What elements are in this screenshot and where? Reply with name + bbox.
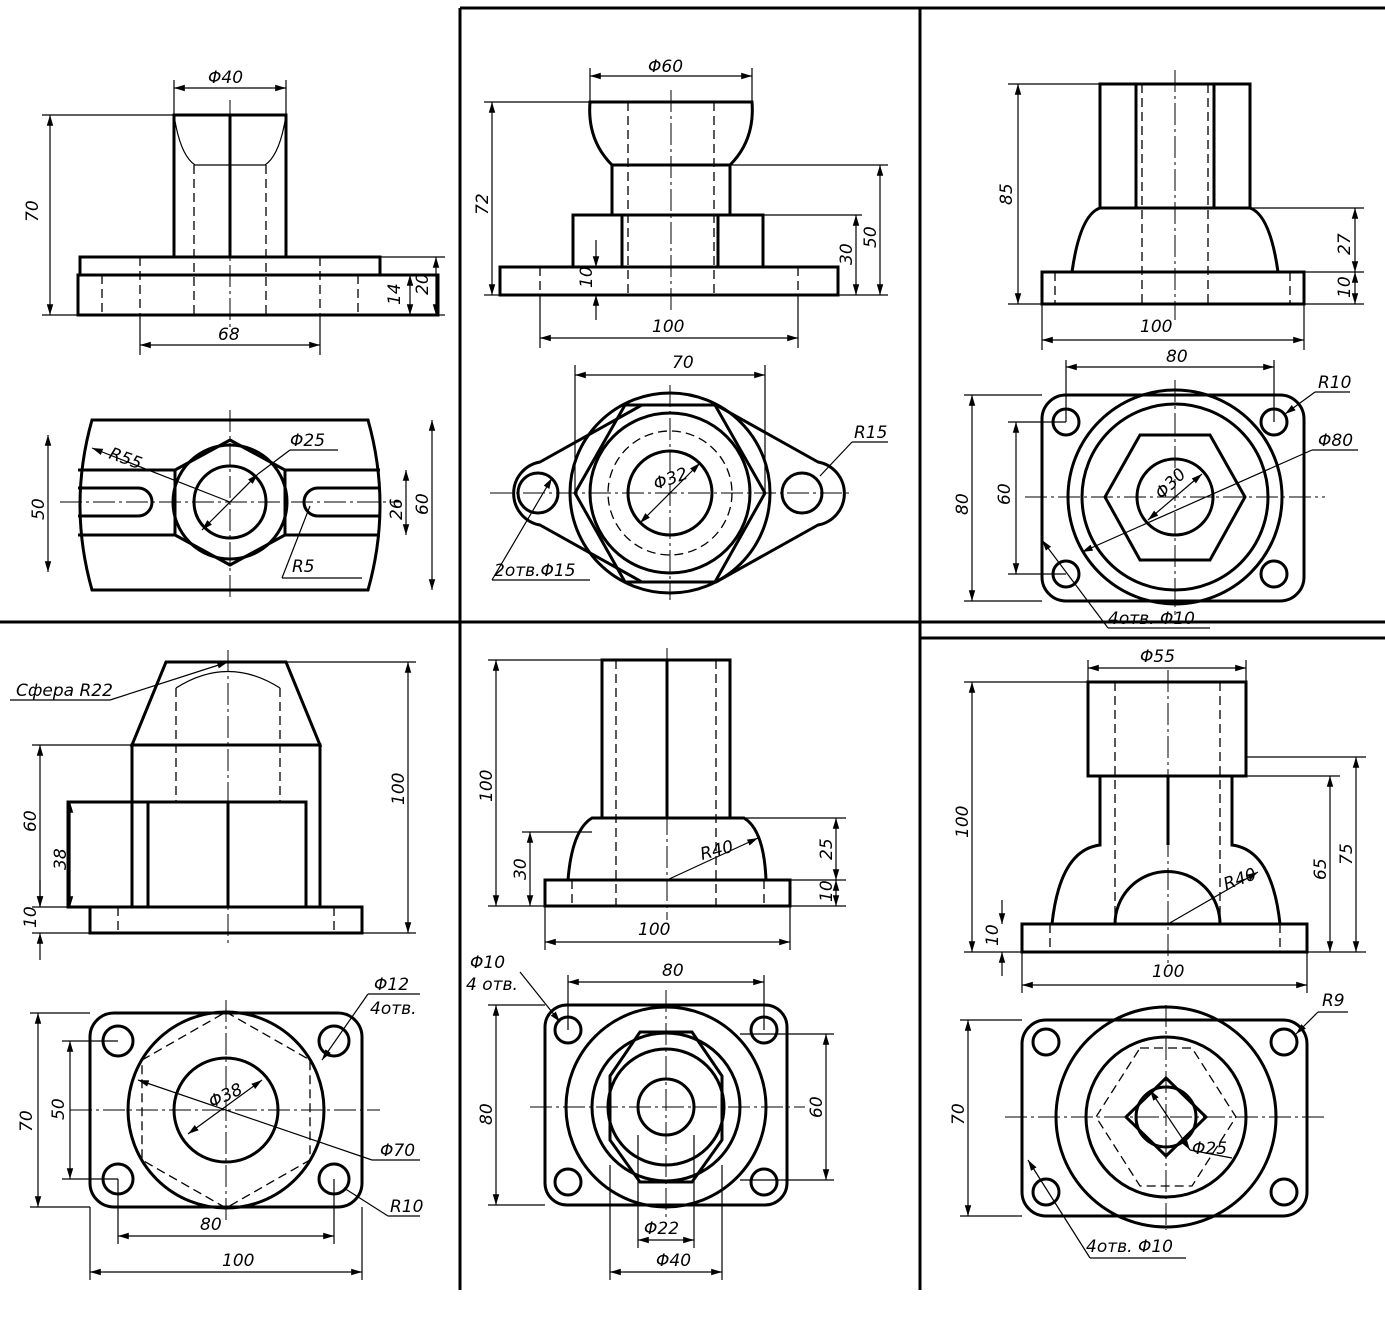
dim-label: Φ22 [644, 1219, 679, 1239]
dim-label: 25 [817, 838, 837, 860]
dim-label: R5 [292, 557, 315, 577]
panel-6-top-view: R9 70 Φ25 4отв. Φ10 [949, 991, 1348, 1259]
panel-2-top-view: 70 R15 Φ32 2отв.Φ15 [490, 353, 888, 600]
dim-label: 10 [577, 266, 597, 288]
panel-2-front-view: Φ60 72 50 30 10 100 [473, 57, 888, 348]
dim-label: 80 [477, 1103, 497, 1125]
dim-label: 70 [17, 1110, 37, 1132]
dim-label: 80 [200, 1215, 222, 1235]
dim-label: 50 [861, 226, 881, 248]
dim-label: 100 [1152, 962, 1184, 982]
dim-label: 10 [21, 906, 41, 928]
dim-label: Φ32 [651, 464, 691, 495]
dim-label: R15 [854, 423, 887, 443]
dim-label: 4отв. [370, 999, 417, 1019]
dim-label: 70 [23, 200, 43, 222]
dim-label: 70 [672, 353, 694, 373]
dim-label: 50 [29, 498, 49, 520]
dim-label: 30 [837, 243, 857, 265]
dim-label: Φ10 [470, 953, 505, 973]
dim-label: 27 [1335, 233, 1355, 255]
dim-label: 60 [21, 810, 41, 832]
panel-4-top-view: Φ12 4отв. Φ38 Φ70 R10 70 50 80 100 [17, 975, 423, 1280]
dim-label: Φ70 [380, 1141, 415, 1161]
dim-label: Φ12 [374, 975, 409, 995]
dim-label: 100 [652, 317, 684, 337]
dim-label: 2отв.Φ15 [494, 561, 576, 581]
dim-label: 4отв. Φ10 [1108, 609, 1195, 629]
dim-label: R10 [1318, 373, 1351, 393]
dim-label: 10 [983, 924, 1003, 946]
dim-label: 60 [413, 493, 433, 515]
dim-label: R40 [1221, 864, 1259, 894]
dim-label: Φ30 [1151, 465, 1190, 504]
dim-label: 68 [218, 325, 240, 345]
dim-label: 50 [49, 1098, 69, 1120]
dim-label: 70 [949, 1103, 969, 1125]
dim-label: 80 [662, 961, 684, 981]
dim-label: Φ80 [1318, 431, 1353, 451]
dim-label: 85 [997, 183, 1017, 205]
panel-frame [0, 6, 1385, 1290]
dim-label: 100 [1140, 317, 1172, 337]
dim-label: 75 [1337, 843, 1357, 865]
dim-label: 100 [953, 806, 973, 838]
dim-label: 60 [807, 1096, 827, 1118]
dim-label: 100 [638, 920, 670, 940]
panel-3-front-view: 85 27 10 100 [997, 70, 1364, 350]
dim-label: R10 [390, 1197, 423, 1217]
dim-label: 60 [995, 483, 1015, 505]
dim-label: 65 [1311, 858, 1331, 880]
panel-5-front-view: 100 30 R40 25 10 100 [477, 648, 846, 950]
dim-label: 80 [953, 493, 973, 515]
dim-label: 100 [222, 1251, 254, 1271]
dim-label: 30 [511, 858, 531, 880]
dim-label: 38 [51, 848, 71, 870]
dim-label: 72 [473, 193, 493, 215]
panel-1-front-view: Φ40 70 68 14 20 [23, 68, 445, 355]
dim-label: Φ25 [1192, 1139, 1227, 1159]
panel-4-front-view: Сфера R22 100 60 38 10 [10, 650, 416, 960]
dim-label: Φ40 [208, 68, 243, 88]
dim-label: 10 [1335, 276, 1355, 298]
dim-label: 100 [389, 773, 409, 805]
dim-label: 4 отв. [466, 975, 518, 995]
dim-label: Φ55 [1140, 647, 1175, 667]
dim-label: Φ40 [656, 1251, 691, 1271]
panel-3-top-view: 80 R10 Φ80 80 60 Φ30 4отв. Φ10 [953, 347, 1358, 629]
dim-label: R9 [1322, 991, 1345, 1011]
panel-6-front-view: Φ55 100 65 75 10 R40 100 [953, 647, 1366, 993]
dim-label: 80 [1166, 347, 1188, 367]
dim-label: 26 [387, 498, 407, 520]
dim-label: Сфера R22 [16, 681, 113, 701]
panel-5-top-view: Φ10 4 отв. 80 80 60 Φ22 Φ40 [466, 953, 834, 1280]
dim-label: Φ25 [290, 431, 325, 451]
panel-1-top-view: R55 Φ25 50 26 60 R5 [29, 410, 436, 600]
dim-label: 10 [817, 880, 837, 902]
dim-label: Φ60 [648, 57, 683, 77]
dim-label: 4отв. Φ10 [1086, 1237, 1173, 1257]
dim-label: 20 [413, 273, 433, 295]
dim-label: R40 [698, 837, 735, 865]
dim-label: 14 [385, 283, 405, 305]
dim-label: 100 [477, 770, 497, 802]
